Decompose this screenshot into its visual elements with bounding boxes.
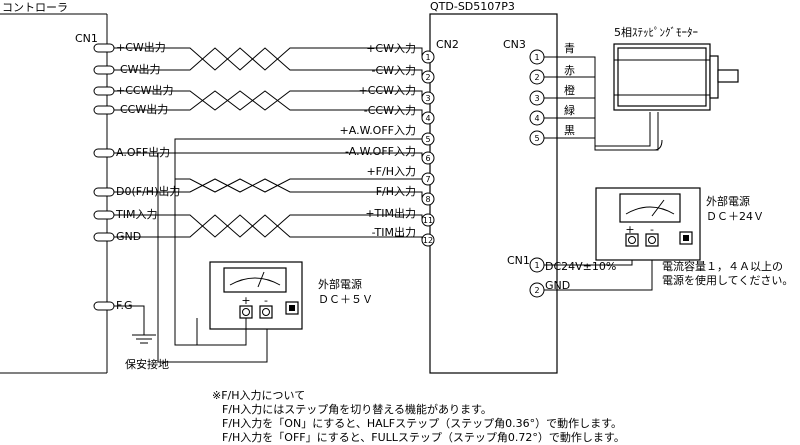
cn2-pin-number: 11 — [423, 216, 433, 225]
cn1-pin-number: 1 — [534, 261, 539, 270]
psu-24v-label-2: ＤＣ＋24Ｖ — [706, 210, 764, 223]
controller-pin — [93, 301, 115, 311]
cn3-pin-number: 2 — [534, 73, 539, 82]
cn3-pin-number: 3 — [534, 94, 539, 103]
cn3-pin-number: 5 — [534, 134, 539, 143]
motor-wires — [544, 56, 663, 151]
note-line: F/H入力を「ON」にすると、HALFステップ（ステップ角0.36°）で動作しま… — [222, 416, 622, 430]
cn2-pin-number: 1 — [425, 53, 430, 62]
driver-cn1-label: CN1 — [507, 254, 530, 267]
cn2-pin-number: 2 — [425, 73, 430, 82]
motor-label: 5相ｽﾃｯﾋﾟﾝｸﾞﾓｰﾀｰ — [614, 26, 698, 39]
psu-24v-note-2: 電源を使用してください。 — [662, 273, 793, 287]
external-psu-5v: + - — [209, 261, 303, 330]
psu-24v-note-1: 電流容量１，４Ａ以上の — [662, 259, 783, 273]
cn2-pin-number: 8 — [425, 195, 430, 204]
psu-5v-plus-label: + — [241, 294, 250, 307]
cn2-pin-number: 4 — [425, 114, 430, 123]
footnotes: ※F/H入力について F/H入力にはステップ角を切り替える機能があります。 F/… — [212, 389, 625, 444]
driver-title: QTD-SD5107P3 — [430, 0, 515, 13]
psu-5v-minus-label: - — [264, 294, 268, 307]
cn2-pin-label: +A.W.OFF入力 — [340, 124, 416, 137]
note-heading: ※F/H入力について — [212, 389, 305, 402]
cn2-pin-number: 5 — [425, 135, 430, 144]
controller-pin — [93, 148, 115, 158]
psu-24v-label-1: 外部電源 — [706, 194, 750, 208]
left-signal-label: -CW出力 — [116, 62, 161, 76]
cn1-pin-label: DC24V±10% — [545, 260, 616, 273]
driver-box — [429, 13, 558, 374]
cn1-pin-number: 2 — [534, 286, 539, 295]
psu-24v-plus-label: + — [625, 223, 634, 236]
driver-cn3-label: CN3 — [503, 38, 526, 51]
controller-title: コントローラ — [2, 1, 68, 14]
cn2-pin-label: +TIM出力 — [365, 206, 416, 220]
cn1-pin-label: GND — [545, 279, 570, 292]
cn3-wire-color: 橙 — [564, 83, 575, 97]
cn3-wire-color: 赤 — [564, 64, 575, 77]
left-signal-label: +CW出力 — [116, 40, 166, 54]
controller-pin — [93, 187, 115, 197]
cn3-pin-number: 4 — [534, 114, 539, 123]
note-line: F/H入力を「OFF」にすると、FULLステップ（ステップ角0.72°）で動作し… — [222, 430, 625, 444]
ground-label: 保安接地 — [125, 357, 169, 371]
controller-pin — [93, 105, 115, 115]
cn2-pin-label: +F/H入力 — [366, 165, 416, 178]
cn2-pin-label: -A.W.OFF入力 — [345, 145, 416, 158]
left-signal-label: +CCW出力 — [116, 83, 173, 97]
note-line: F/H入力にはステップ角を切り替える機能があります。 — [222, 402, 492, 416]
driver-cn2-label: CN2 — [436, 38, 459, 51]
cn2-pin-number: 3 — [425, 94, 430, 103]
controller-pin — [93, 86, 115, 96]
cn2-pin-number: 7 — [425, 175, 430, 184]
external-psu-24v: + - — [595, 187, 701, 261]
cn3-wire-color: 緑 — [564, 103, 575, 117]
cn3-wire-color: 青 — [564, 42, 575, 55]
left-signal-label: D0(F/H)出力 — [116, 184, 180, 198]
cn2-pin-number: 12 — [423, 236, 433, 245]
twisted-pair-wires — [114, 47, 423, 363]
psu-5v-label-1: 外部電源 — [318, 277, 362, 291]
cn3-wire-color: 黒 — [564, 124, 575, 137]
controller-cn1-label: CN1 — [75, 32, 98, 45]
left-signal-label: A.OFF出力 — [116, 145, 170, 159]
controller-pin — [93, 43, 115, 53]
controller-pin — [93, 232, 115, 242]
psu-5v-label-2: ＤＣ＋５Ｖ — [318, 293, 373, 306]
stepping-motor-icon — [613, 43, 739, 111]
cn2-pin-number: 6 — [425, 154, 430, 163]
controller-pin — [93, 210, 115, 220]
cn2-pin-label: -TIM出力 — [372, 225, 416, 239]
controller-pin — [93, 65, 115, 75]
cn3-pin-number: 1 — [534, 53, 539, 62]
psu-24v-minus-label: - — [650, 223, 654, 236]
left-signal-label: -CCW出力 — [116, 102, 168, 116]
